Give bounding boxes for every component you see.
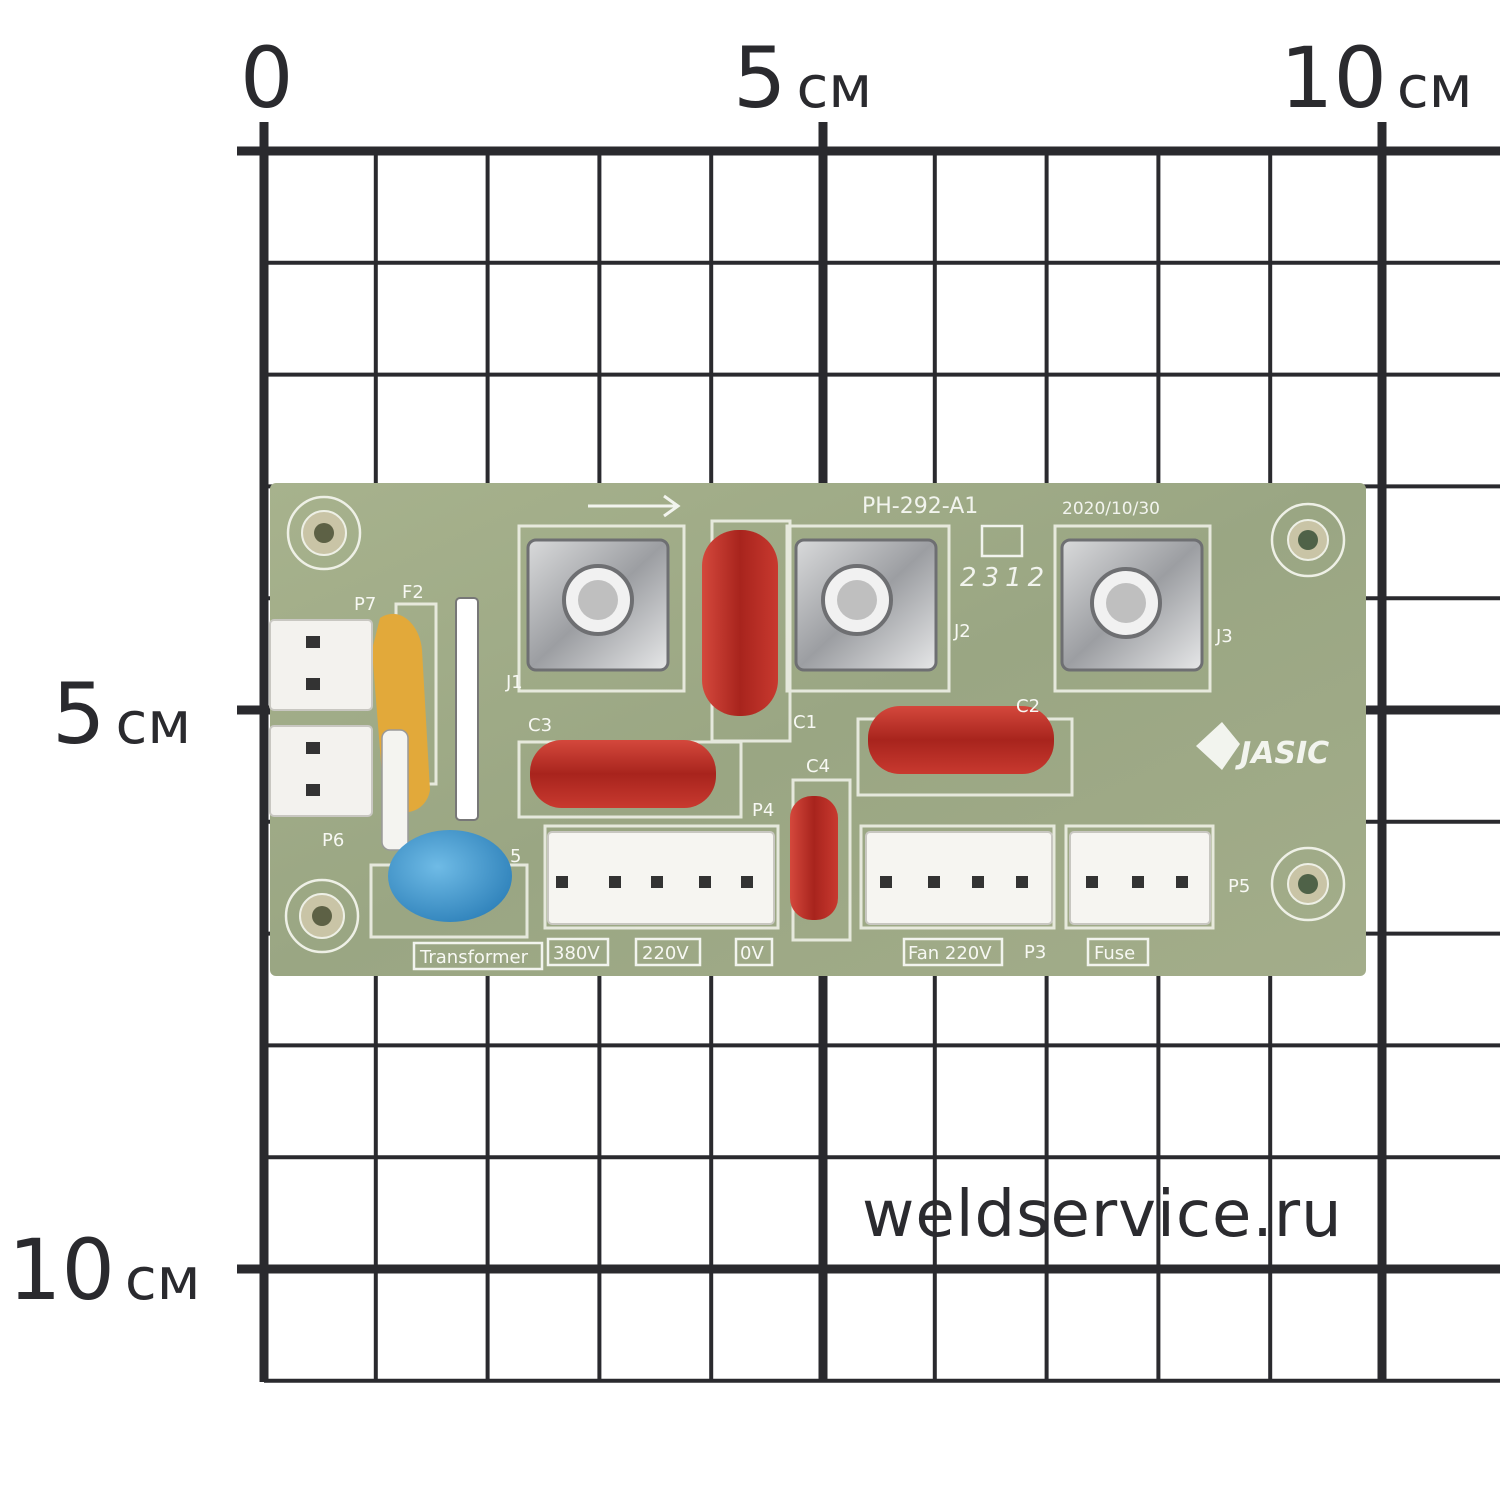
ref-c4: C4 <box>806 756 830 777</box>
ref-j2: J2 <box>953 621 971 642</box>
label-220v: 220V <box>642 943 689 964</box>
mounting-hole-bottom-left <box>284 878 360 954</box>
top-label-0: 0 <box>240 29 294 127</box>
label-transformer: Transformer <box>419 947 529 968</box>
connector-p3 <box>865 831 1053 925</box>
ref-j1: J1 <box>505 672 523 693</box>
ref-p3: P3 <box>1024 942 1046 963</box>
jasic-logo-icon <box>1196 722 1240 770</box>
ref-c3: C3 <box>528 715 552 736</box>
capacitor-c1 <box>702 530 778 716</box>
connector-p5 <box>1069 831 1211 925</box>
mounting-hole-bottom-right <box>1270 846 1346 922</box>
white-component <box>381 729 409 851</box>
board-model: PH-292-A1 <box>862 494 978 519</box>
ref-r5: 5 <box>510 846 521 867</box>
blue-capacitor <box>388 830 512 922</box>
board-slot <box>455 597 479 821</box>
approval-mark-icon <box>980 524 1024 558</box>
mounting-hole-top-left <box>286 495 362 571</box>
brand-label: JASIC <box>1235 736 1329 771</box>
ref-c1: C1 <box>793 712 817 733</box>
label-0v: 0V <box>740 943 764 964</box>
capacitor-c4 <box>790 796 838 920</box>
ref-c2: C2 <box>1016 696 1040 717</box>
board-date: 2020/10/30 <box>1062 499 1160 519</box>
ref-p6: P6 <box>322 830 344 851</box>
connector-p4 <box>547 831 775 925</box>
capacitor-c2 <box>868 706 1054 774</box>
terminal-j2 <box>794 538 938 672</box>
connector-p7 <box>269 619 373 711</box>
terminal-j1 <box>526 538 670 672</box>
label-380v: 380V <box>553 943 600 964</box>
connector-p6 <box>269 725 373 817</box>
ref-f2: F2 <box>402 582 424 603</box>
ref-p7: P7 <box>354 594 376 615</box>
label-fuse: Fuse <box>1094 943 1135 964</box>
board-code: 2312 <box>960 563 1050 593</box>
capacitor-c3 <box>530 740 716 808</box>
ref-j3: J3 <box>1215 626 1233 647</box>
ref-p4: P4 <box>752 800 774 821</box>
label-fan-220v: Fan 220V <box>908 943 992 964</box>
watermark-text: weldservice.ru <box>862 1178 1343 1252</box>
arrow-right-icon <box>588 494 681 518</box>
ref-p5: P5 <box>1228 876 1250 897</box>
terminal-j3 <box>1060 538 1204 672</box>
mounting-hole-top-right <box>1270 502 1346 578</box>
